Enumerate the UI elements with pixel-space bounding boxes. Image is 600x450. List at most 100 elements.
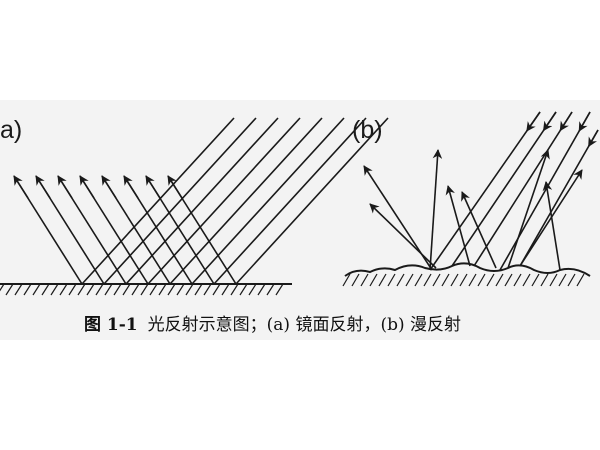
hatch-line (23, 283, 32, 296)
incident-ray (125, 117, 279, 285)
hatch-line (459, 273, 468, 287)
hatch-line (203, 283, 212, 296)
incident-ray (499, 111, 591, 271)
figure-number: 图 1-1 (84, 315, 138, 335)
incident-ray (519, 129, 599, 267)
hatch-line (567, 273, 576, 287)
hatch-line (185, 283, 194, 296)
hatch-line (275, 283, 284, 296)
hatch-line (531, 273, 540, 287)
reflected-ray (429, 149, 443, 271)
incident-ray-arrow (559, 111, 573, 132)
reflected-ray-arrow (13, 175, 29, 199)
hatch-line (122, 283, 131, 296)
incident-ray (81, 117, 235, 285)
hatch-line (257, 283, 266, 296)
incident-ray (103, 117, 257, 285)
hatch-line (32, 283, 41, 296)
hatch-line (149, 283, 158, 296)
hatch-line (558, 273, 567, 287)
hatch-line (230, 283, 239, 296)
hatch-line (212, 283, 221, 296)
reflected-ray (461, 191, 497, 269)
hatch-line (77, 283, 86, 296)
hatch-line (239, 283, 248, 296)
figure-caption: 图 1-1 光反射示意图；(a) 镜面反射，(b) 漫反射 (84, 310, 564, 335)
hatch-line (504, 273, 513, 287)
reflected-ray (507, 149, 550, 269)
incident-ray-arrow (587, 129, 599, 148)
hatch-line (369, 273, 378, 287)
hatch-line (0, 283, 5, 292)
panel-label-b: (b) (352, 116, 383, 144)
incident-ray-arrow (526, 111, 541, 132)
hatch-line (50, 283, 59, 296)
hatch-line (351, 273, 360, 287)
hatch-line (248, 283, 257, 296)
rough-surface-hatching (342, 273, 585, 287)
hatch-line (176, 283, 185, 296)
rough-surface (344, 262, 591, 277)
reflected-ray-arrow (79, 175, 95, 199)
hatch-line (14, 283, 23, 296)
hatch-line (342, 273, 351, 287)
hatch-line (387, 273, 396, 287)
hatch-line (86, 283, 95, 296)
hatch-line (513, 273, 522, 287)
hatch-line (495, 273, 504, 287)
hatch-line (441, 273, 450, 287)
incident-ray (235, 117, 389, 285)
specular-rays (13, 117, 389, 285)
incident-ray-arrow (542, 111, 557, 132)
hatch-line (221, 283, 230, 296)
hatch-line (360, 273, 369, 287)
hatch-line (131, 283, 140, 296)
incident-ray (473, 111, 573, 267)
caption-text: 光反射示意图；(a) 镜面反射，(b) 漫反射 (147, 315, 461, 335)
hatch-line (477, 273, 486, 287)
hatch-line (396, 273, 405, 287)
hatch-line (405, 273, 414, 287)
hatch-line (167, 283, 176, 296)
reflected-ray-arrow (167, 175, 183, 199)
hatch-line (432, 273, 441, 287)
hatch-line (266, 283, 275, 296)
scan-background (0, 100, 600, 340)
reflected-ray-arrow (57, 175, 73, 199)
hatch-line (378, 273, 387, 287)
reflected-ray-arrow (35, 175, 51, 199)
incident-ray (169, 117, 323, 285)
reflected-ray (445, 185, 471, 267)
hatch-line (576, 273, 585, 287)
hatch-line (95, 283, 104, 296)
incident-ray (191, 117, 345, 285)
mirror-hatching (0, 283, 284, 296)
hatch-line (549, 273, 558, 287)
incident-ray (429, 111, 541, 271)
incident-ray (213, 117, 367, 285)
hatch-line (194, 283, 203, 296)
hatch-line (104, 283, 113, 296)
hatch-line (59, 283, 68, 296)
reflected-ray (369, 203, 437, 269)
hatch-line (468, 273, 477, 287)
hatch-line (158, 283, 167, 296)
incident-ray-arrow (578, 111, 591, 132)
hatch-line (486, 273, 495, 287)
incident-ray (147, 117, 301, 285)
hatch-line (5, 283, 14, 296)
reflected-ray (542, 181, 561, 271)
hatch-line (140, 283, 149, 296)
specular-reflection-panel (0, 117, 389, 296)
hatch-line (41, 283, 50, 296)
hatch-line (414, 273, 423, 287)
hatch-line (423, 273, 432, 287)
hatch-line (540, 273, 549, 287)
hatch-line (113, 283, 122, 296)
hatch-line (522, 273, 531, 287)
reflected-ray-arrow (123, 175, 139, 199)
reflected-ray-arrow (101, 175, 117, 199)
diffuse-reflected-rays (363, 149, 583, 271)
hatch-line (68, 283, 77, 296)
